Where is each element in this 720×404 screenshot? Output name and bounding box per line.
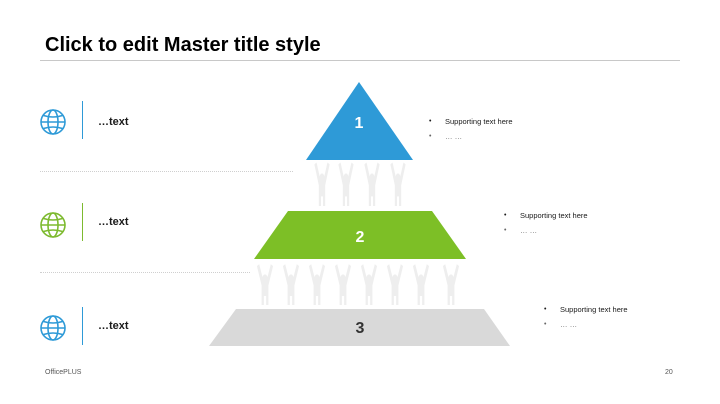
supporting-text-3: Supporting text here … …: [544, 302, 628, 332]
footer-brand: OfficePLUS: [45, 369, 82, 376]
supporting-placeholder[interactable]: … …: [544, 317, 628, 332]
supporting-text-1: Supporting text here … …: [429, 114, 513, 144]
row-separator: [40, 171, 293, 172]
row-label-2[interactable]: …text: [98, 216, 129, 228]
pyramid-number-3: 3: [356, 320, 365, 337]
row-separator: [40, 272, 250, 273]
supporting-placeholder[interactable]: … …: [429, 129, 513, 144]
row-label-1[interactable]: …text: [98, 116, 129, 128]
globe-icon: [40, 109, 66, 135]
supporting-placeholder[interactable]: … …: [504, 223, 588, 238]
pyramid-level-2[interactable]: [254, 211, 466, 259]
row-divider: [82, 307, 83, 345]
pyramid-level-1[interactable]: [306, 82, 413, 160]
globe-icon: [40, 212, 66, 238]
slide-title[interactable]: Click to edit Master title style: [45, 34, 321, 56]
pyramid-number-2: 2: [356, 229, 365, 246]
row-label-3[interactable]: …text: [98, 320, 129, 332]
row-divider: [82, 101, 83, 139]
supporting-line[interactable]: Supporting text here: [429, 114, 513, 129]
globe-icon: [40, 315, 66, 341]
page-number: 20: [665, 369, 673, 376]
title-divider: [40, 60, 680, 61]
people-figures-tier-1: [314, 162, 406, 206]
supporting-line[interactable]: Supporting text here: [504, 208, 588, 223]
pyramid-number-1: 1: [355, 115, 364, 132]
supporting-line[interactable]: Supporting text here: [544, 302, 628, 317]
people-figures-tier-2: [256, 264, 460, 305]
supporting-text-2: Supporting text here … …: [504, 208, 588, 238]
pyramid-level-3[interactable]: [209, 309, 510, 346]
row-divider: [82, 203, 83, 241]
